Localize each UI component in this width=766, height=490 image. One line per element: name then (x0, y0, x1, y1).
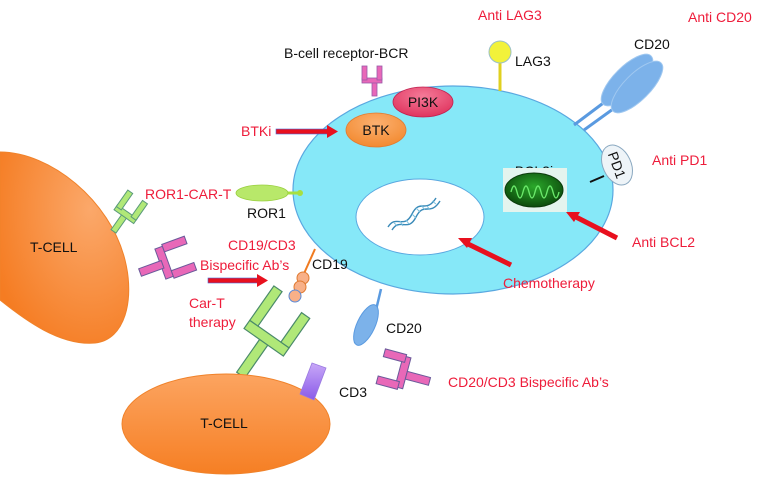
dna-icon (387, 197, 441, 231)
cd20-bottom-label: CD20 (386, 320, 422, 336)
cd20-cd3-bispecific-antibody-icon (375, 348, 432, 390)
pd1-receptor-icon: PD1 (589, 144, 633, 186)
chemotherapy-label: Chemotherapy (503, 275, 595, 291)
anti-pd1-label: Anti PD1 (652, 152, 707, 168)
cd3-receptor-icon (299, 362, 327, 401)
cd19-receptor-icon (288, 248, 316, 303)
cd19-cd3-label-line2: Bispecific Ab’s (200, 257, 289, 273)
ror1-car-t-label: ROR1-CAR-T (145, 186, 232, 202)
t-cell-left-label: T-CELL (30, 239, 78, 255)
cd19-label: CD19 (312, 256, 348, 272)
pi3k-node: PI3K (392, 86, 454, 118)
t-cell-left: T-CELL (0, 151, 130, 344)
btk-node: BTK (345, 112, 407, 148)
btk-label: BTK (362, 122, 390, 138)
chemotherapy-arrow-icon (458, 238, 513, 268)
anti-bcl2-label: Anti BCL2 (632, 234, 695, 250)
car-t-label-line1: Car-T (189, 295, 225, 311)
anti-cd20-label: Anti CD20 (688, 9, 752, 25)
cd20-bottom-receptor-icon (353, 288, 383, 346)
cd19-cd3-arrow-icon (207, 274, 268, 287)
ror1-label: ROR1 (247, 205, 286, 221)
cd20-top-receptor-icon (573, 53, 664, 132)
anti-lag3-label: Anti LAG3 (478, 7, 542, 23)
lag3-receptor-icon (488, 40, 512, 91)
btki-arrow-icon (275, 125, 338, 138)
pi3k-label: PI3K (408, 94, 439, 110)
ror1-receptor-icon (235, 184, 303, 202)
mitochondria-icon (503, 168, 567, 212)
cd19-cd3-bispecific-antibody-icon (138, 235, 198, 280)
cd20-top-label: CD20 (634, 36, 670, 52)
cd20-cd3-label: CD20/CD3 Bispecific Ab’s (448, 374, 609, 390)
btki-label: BTKi (241, 123, 271, 139)
cd19-cd3-label-line1: CD19/CD3 (228, 237, 296, 253)
ror1-car-t-receptor-icon (110, 189, 149, 234)
car-t-receptor-icon (235, 285, 311, 379)
nucleus (355, 178, 485, 256)
anti-bcl2-arrow-icon (566, 212, 619, 241)
cd3-label: CD3 (339, 384, 367, 400)
t-cell-bottom: T-CELL (121, 373, 331, 475)
lag3-label: LAG3 (515, 53, 551, 69)
bcr-receptor-icon (361, 65, 383, 97)
t-cell-bottom-label: T-CELL (200, 415, 248, 431)
car-t-label-line2: therapy (189, 314, 236, 330)
bcr-label: B-cell receptor-BCR (284, 45, 408, 61)
